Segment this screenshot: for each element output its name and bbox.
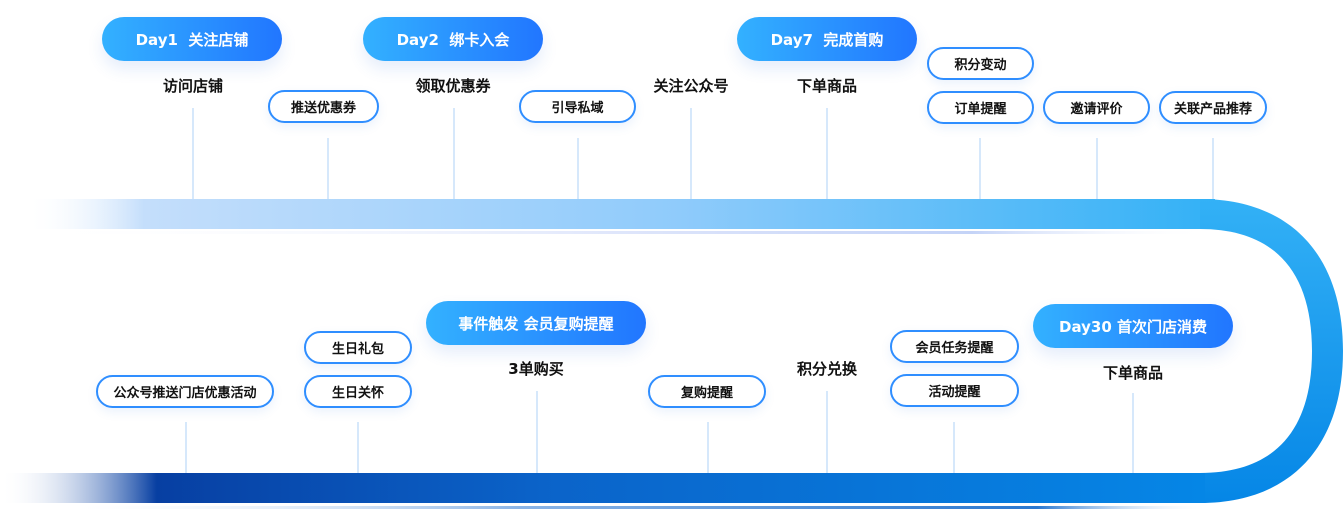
step-label: 下单商品 — [1102, 364, 1164, 382]
top-track — [25, 199, 1215, 229]
top-track-underline — [20, 231, 1210, 234]
tag-activity-reminder[interactable]: 活动提醒 — [890, 374, 1019, 407]
milestone-repurchase-event: 事件触发 会员复购提醒 — [426, 301, 646, 345]
tag-push-coupon[interactable]: 推送优惠券 — [268, 90, 379, 123]
connector-line — [826, 108, 828, 199]
connector-line — [707, 422, 709, 473]
tag-official-account-promo[interactable]: 公众号推送门店优惠活动 — [96, 375, 274, 408]
step-label: 领取优惠券 — [415, 77, 491, 95]
connector-line — [577, 138, 579, 199]
tag-member-task-reminder[interactable]: 会员任务提醒 — [890, 330, 1019, 363]
connector-line — [185, 422, 187, 473]
connector-line — [979, 138, 981, 199]
tag-repurchase-reminder[interactable]: 复购提醒 — [648, 375, 766, 408]
connector-line — [826, 391, 828, 473]
milestone-day30: Day30 首次门店消费 — [1033, 304, 1233, 348]
connector-line — [1132, 393, 1134, 473]
step-label: 3单购买 — [508, 360, 564, 378]
tag-birthday-care[interactable]: 生日关怀 — [304, 375, 412, 408]
bottom-track — [0, 473, 1205, 503]
step-label: 关注公众号 — [653, 77, 729, 95]
connector-line — [536, 391, 538, 473]
tag-birthday-gift[interactable]: 生日礼包 — [304, 331, 412, 364]
tag-related-products[interactable]: 关联产品推荐 — [1159, 91, 1267, 124]
connector-line — [690, 108, 692, 199]
connector-line — [953, 422, 955, 473]
milestone-day7: Day7 完成首购 — [737, 17, 917, 61]
connector-line — [192, 108, 194, 199]
step-label: 访问店铺 — [162, 77, 224, 95]
step-label: 下单商品 — [796, 77, 858, 95]
tag-invite-review[interactable]: 邀请评价 — [1043, 91, 1150, 124]
tag-points-change[interactable]: 积分变动 — [927, 47, 1034, 80]
connector-line — [357, 422, 359, 473]
connector-line — [1212, 138, 1214, 199]
track-curve — [1200, 199, 1343, 503]
step-label: 积分兑换 — [796, 360, 858, 378]
connector-line — [453, 108, 455, 199]
milestone-day2: Day2 绑卡入会 — [363, 17, 543, 61]
bottom-track-underline — [60, 506, 1210, 509]
connector-line — [1096, 138, 1098, 199]
tag-order-reminder[interactable]: 订单提醒 — [927, 91, 1034, 124]
tag-guide-private[interactable]: 引导私域 — [519, 90, 636, 123]
milestone-day1: Day1 关注店铺 — [102, 17, 282, 61]
connector-line — [327, 138, 329, 199]
